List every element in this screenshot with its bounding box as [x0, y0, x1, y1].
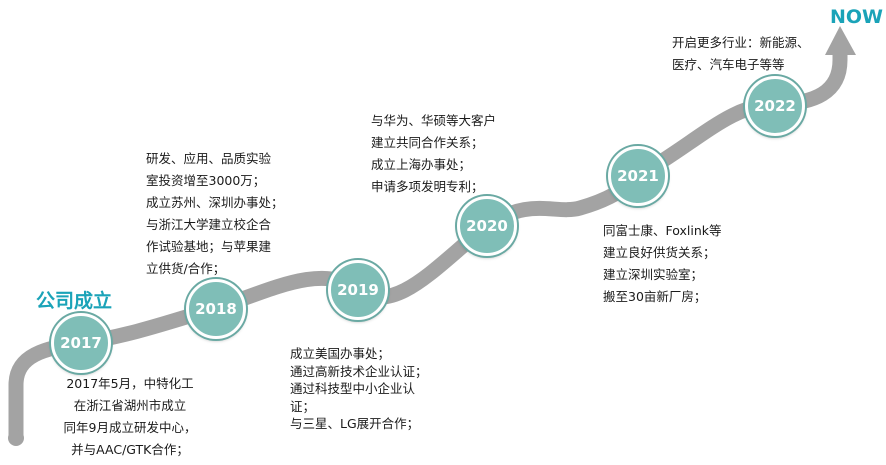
milestone-line: 同年9月成立研发中心，: [63, 420, 197, 435]
milestone-line: 成立上海办事处；: [371, 157, 472, 172]
start-label: 公司成立: [36, 290, 113, 312]
milestone-2017-node: 2017: [51, 313, 111, 373]
road-start-dot: [8, 430, 24, 446]
milestone-line: 建立共同合作关系；: [371, 135, 484, 150]
milestone-2020-node: 2020: [457, 196, 517, 256]
milestone-line: 申请多项发明专利；: [371, 179, 484, 194]
milestone-line: 通过科技型中小企业认: [290, 381, 416, 396]
milestone-2019-node: 2019: [328, 260, 388, 320]
milestone-line: 研发、应用、品质实验: [146, 151, 272, 166]
milestone-line: 并与AAC/GTK合作；: [71, 442, 189, 457]
milestone-line: 在浙江省湖州市成立: [73, 398, 187, 413]
milestone-2021-text: 同富士康、Foxlink等 建立良好供货关系； 建立深圳实验室； 搬至30亩新厂…: [603, 220, 773, 308]
milestone-line: 开启更多行业：新能源、: [672, 35, 810, 50]
milestone-line: 与浙江大学建立校企合: [146, 217, 272, 232]
milestone-2021-node: 2021: [608, 146, 668, 206]
milestone-line: 同富士康、Foxlink等: [603, 223, 722, 238]
milestone-line: 室投资增至3000万；: [146, 173, 266, 188]
milestone-line: 与三星、LG展开合作；: [290, 416, 420, 431]
milestone-2017-text: 2017年5月，中特化工 在浙江省湖州市成立 同年9月成立研发中心， 并与AAC…: [45, 373, 215, 461]
milestone-2022-text: 开启更多行业：新能源、 医疗、汽车电子等等: [672, 32, 832, 76]
milestone-line: 建立良好供货关系；: [603, 245, 716, 260]
milestone-2022-node: 2022: [745, 76, 805, 136]
milestone-line: 2017年5月，中特化工: [66, 376, 194, 391]
milestone-line: 成立苏州、深圳办事处；: [146, 195, 284, 210]
arrow-head-icon: [825, 26, 856, 55]
now-label: NOW: [830, 6, 884, 28]
milestone-line: 医疗、汽车电子等等: [672, 57, 785, 72]
milestone-line: 搬至30亩新厂房；: [603, 289, 707, 304]
milestone-line: 证；: [290, 398, 316, 414]
milestone-line: 成立美国办事处；: [290, 346, 391, 361]
milestone-line: 与华为、华硕等大客户: [371, 113, 497, 128]
milestone-2018-text: 研发、应用、品质实验 室投资增至3000万； 成立苏州、深圳办事处； 与浙江大学…: [146, 148, 316, 280]
milestone-2019-text: 成立美国办事处； 通过高新技术企业认证； 通过科技型中小企业认 证； 与三星、L…: [290, 345, 460, 433]
milestone-2020-text: 与华为、华硕等大客户 建立共同合作关系； 成立上海办事处； 申请多项发明专利；: [371, 110, 541, 198]
milestone-line: 通过高新技术企业认证；: [290, 363, 428, 379]
milestone-line: 作试验基地；与苹果建: [146, 239, 272, 254]
milestone-line: 立供货/合作；: [146, 261, 226, 276]
milestone-2018-node: 2018: [186, 279, 246, 339]
milestone-line: 建立深圳实验室；: [603, 267, 704, 282]
